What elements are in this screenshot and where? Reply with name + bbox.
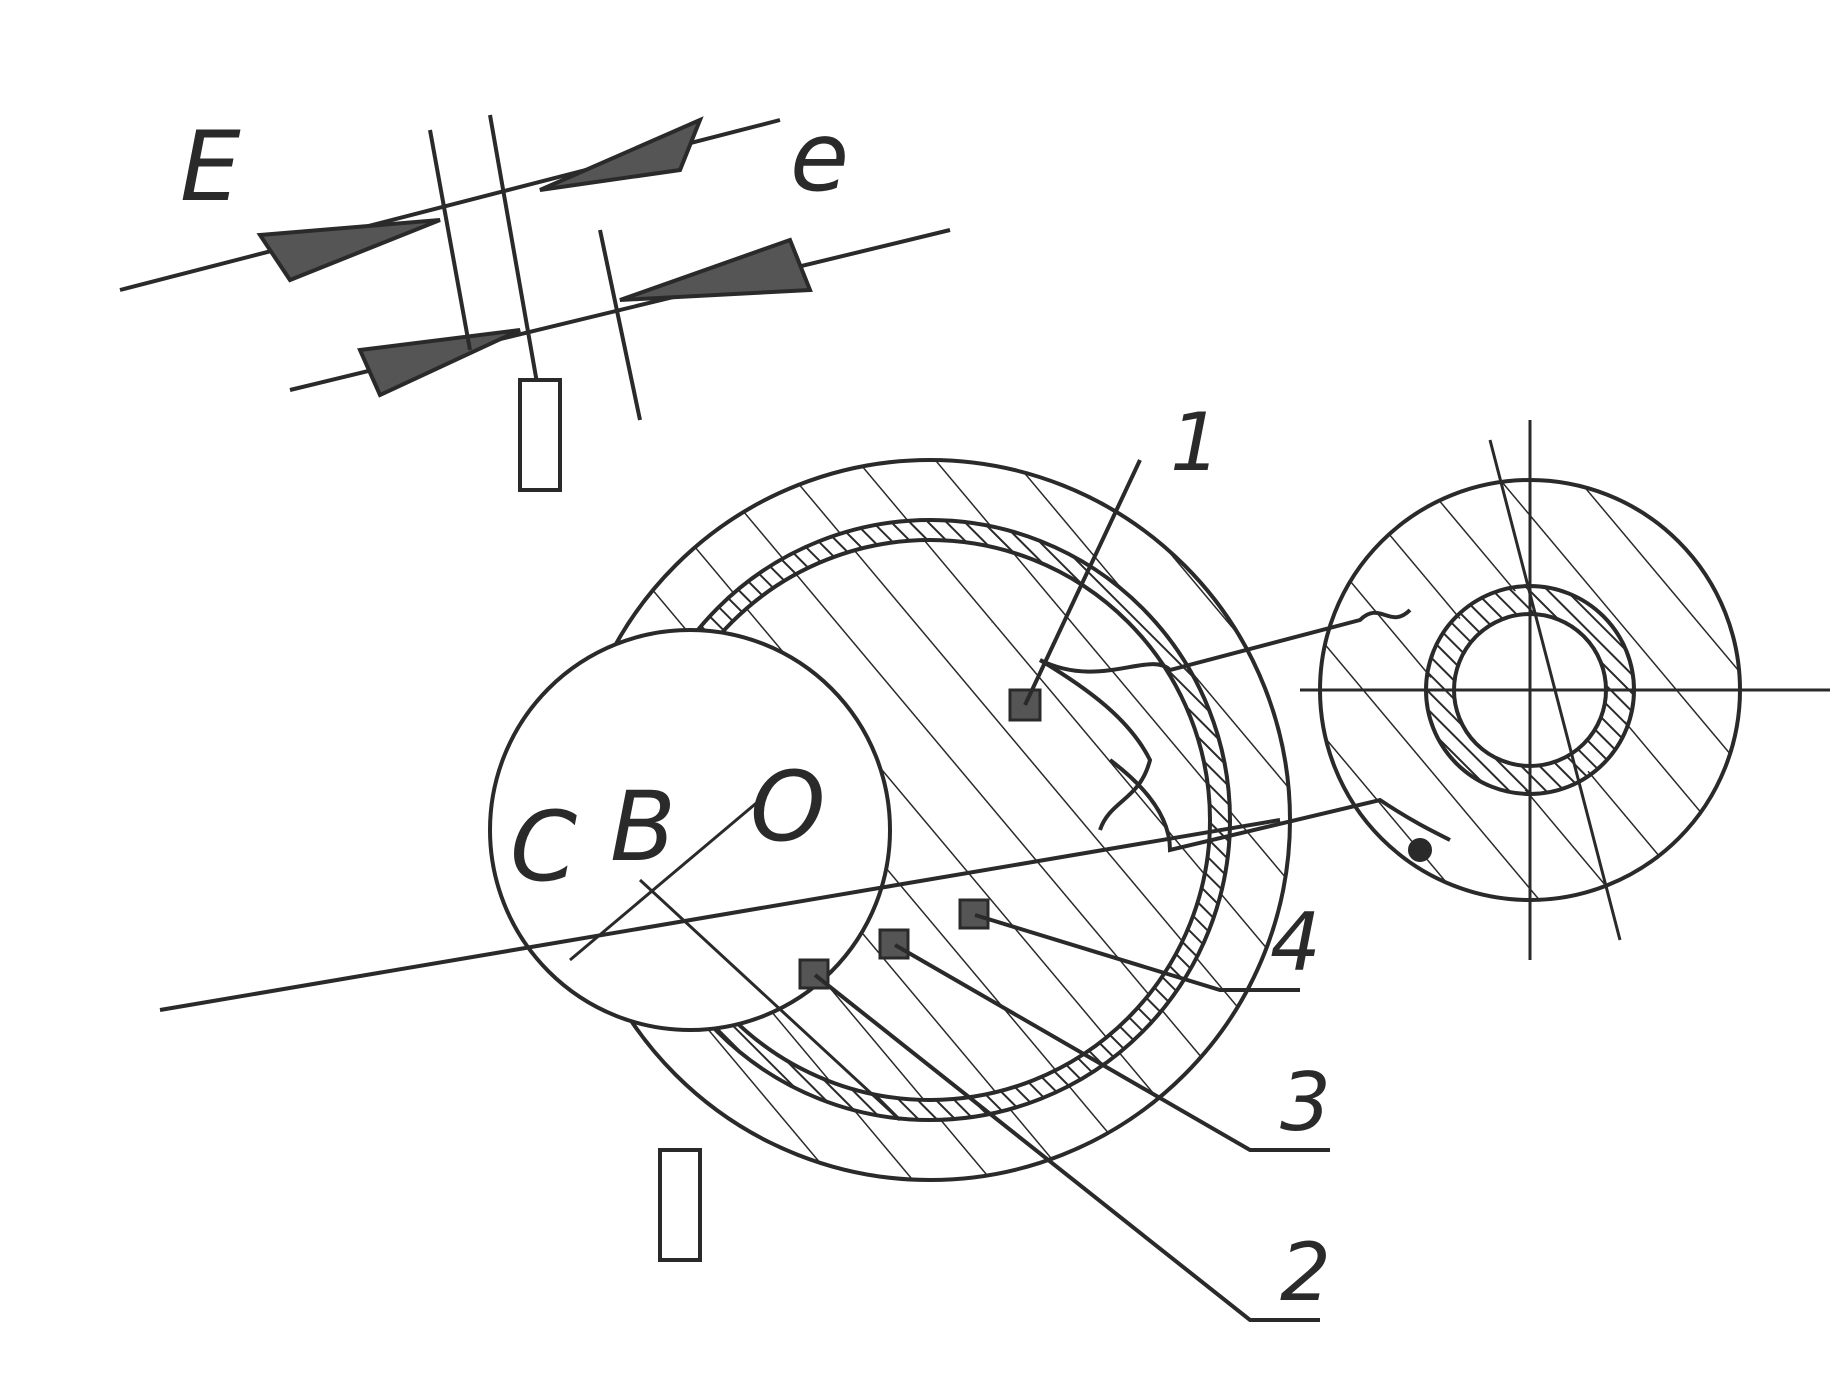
leader-1 <box>1023 459 1142 706</box>
leader-4 <box>974 913 1300 992</box>
leader-3 <box>893 943 1330 1152</box>
arrow-left-upper <box>539 116 704 192</box>
section-line <box>159 818 1281 1012</box>
label-B: B <box>610 771 676 883</box>
rod-boss <box>1038 658 1153 831</box>
label-e: e <box>790 101 849 213</box>
label-O: O <box>750 751 826 863</box>
vertical-guide-1 <box>428 129 472 351</box>
direction-arrows <box>119 114 951 421</box>
vertical-guide-2 <box>488 114 542 401</box>
label-C: C <box>510 791 577 903</box>
leader-lines <box>813 459 1330 1322</box>
diagonal-guide-1 <box>569 798 761 962</box>
callout-3: 3 <box>1280 1056 1331 1149</box>
sensor-4 <box>958 898 990 930</box>
callout-4: 4 <box>1270 896 1321 989</box>
vertical-guide-3 <box>598 229 642 421</box>
callout-2: 2 <box>1280 1226 1331 1319</box>
arrow-left-lower <box>619 237 813 302</box>
small-end-assembly <box>1300 420 1830 960</box>
arrow-right-upper <box>256 218 441 283</box>
arrow-right-lower <box>357 328 521 398</box>
label-E: E <box>180 111 241 223</box>
sensor-3 <box>878 928 910 960</box>
leader-2 <box>813 973 1320 1322</box>
journal-core <box>488 628 892 1032</box>
oil-channel-bottom <box>658 1148 702 1262</box>
diagonal-guide-2 <box>638 878 902 1122</box>
callout-1: 1 <box>1170 396 1221 489</box>
tilted-centerline <box>1488 439 1622 941</box>
oil-channel-top <box>518 378 562 492</box>
big-ring-assembly <box>159 378 1292 1262</box>
